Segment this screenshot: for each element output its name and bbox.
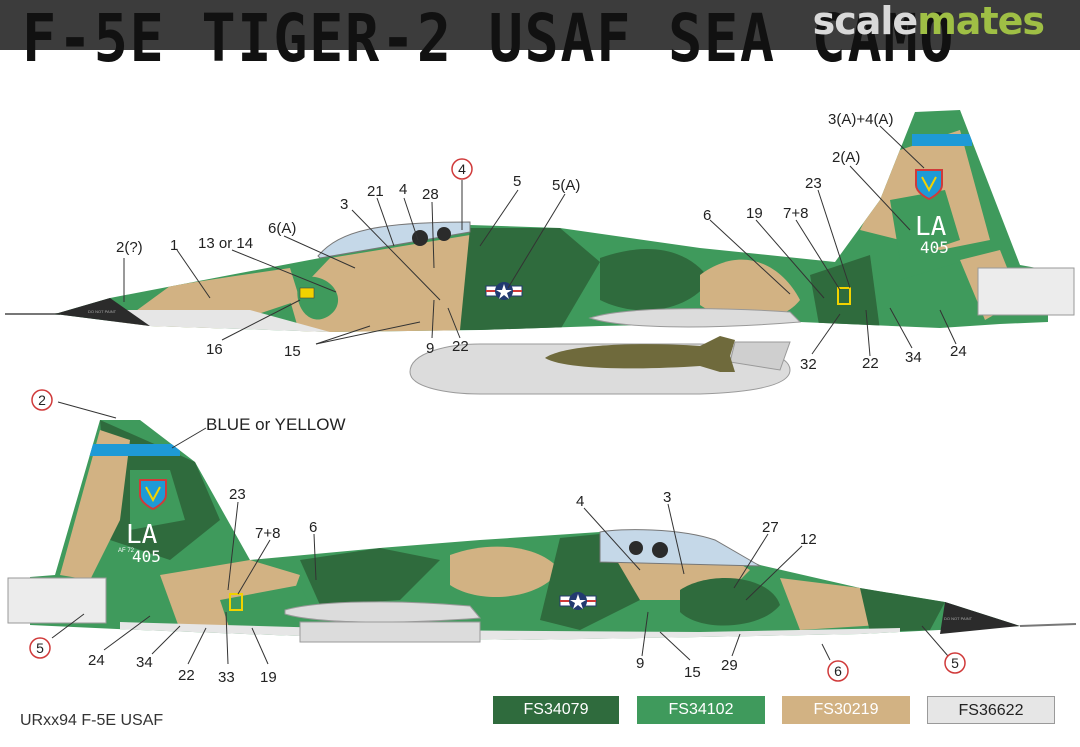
callout-circle-5-left: 5 (36, 640, 44, 656)
bottom-pylon-tank (299, 621, 481, 643)
bottom-callout-labels: 2 BLUE or YELLOW 23 7+8 6 4 3 27 12 5 24… (29, 389, 966, 686)
callout-6: 6 (703, 207, 711, 224)
bottom-tac-shield (139, 479, 167, 511)
callout-34: 34 (905, 349, 922, 366)
top-bomb (545, 336, 735, 372)
callout-6-bottom: 6 (309, 519, 317, 536)
callout-circle-6: 6 (834, 663, 842, 679)
callout-32: 32 (800, 356, 817, 373)
callout-4: 4 (399, 181, 407, 198)
top-pilot-rear-helmet (437, 227, 451, 241)
bottom-canopy (599, 529, 761, 567)
callout-15: 15 (284, 343, 301, 360)
callout-circle-6-marker (827, 660, 849, 682)
callout-circle-4: 4 (458, 161, 466, 177)
callout-circle-5-right: 5 (951, 655, 959, 671)
swatch-fs34102: FS34102 (637, 696, 765, 724)
header-bar (0, 0, 1080, 50)
callout-circle-4-marker (451, 158, 473, 180)
callout-4-bottom: 4 (576, 493, 584, 510)
callout-28: 28 (422, 186, 439, 203)
bottom-nose-warning: DO NOT PAINT (944, 616, 973, 621)
bottom-yellow-rescue-marking (229, 593, 243, 611)
sheet-title: F-5E TIGER-2 USAF SEA CAMO (22, 0, 956, 77)
callout-22-bottom: 22 (178, 667, 195, 684)
bottom-pilot-front-helmet (652, 542, 668, 558)
watermark-logo: scalemates (812, 0, 1045, 43)
callout-3: 3 (340, 196, 348, 213)
callout-3a-4a: 3(A)+4(A) (828, 111, 893, 128)
bottom-leader-lines (51, 401, 949, 665)
callout-5: 5 (513, 173, 521, 190)
callout-circle-5-left-marker (29, 637, 51, 659)
callout-19-bottom: 19 (260, 669, 277, 686)
top-callout-labels: 2(?) 1 13 or 14 6(A) 3 21 4 28 4 5 5(A) … (116, 111, 967, 373)
watermark-part-1: scale (812, 0, 919, 43)
callout-circle-5-right-marker (944, 652, 966, 674)
callout-15-bottom: 15 (684, 664, 701, 681)
callout-12: 12 (800, 531, 817, 548)
top-wing-missile (588, 308, 802, 328)
top-exhaust-nozzle (977, 267, 1075, 316)
top-radome (55, 298, 150, 326)
top-tac-shield (915, 169, 943, 201)
callout-22: 22 (452, 338, 469, 355)
bottom-radome (940, 602, 1020, 634)
callout-1: 1 (170, 237, 178, 254)
callout-23-bottom: 23 (229, 486, 246, 503)
top-yellow-rescue-marking (837, 287, 851, 305)
bottom-tail-code: LA (126, 520, 158, 550)
callout-33: 33 (218, 669, 235, 686)
top-tail-number: 405 (920, 238, 949, 257)
callout-9-bottom: 9 (636, 655, 644, 672)
callout-19: 19 (746, 205, 763, 222)
callout-34-bottom: 34 (136, 654, 153, 671)
callout-3-bottom: 3 (663, 489, 671, 506)
callout-27: 27 (762, 519, 779, 536)
top-nose-warning: DO NOT PAINT (88, 309, 117, 314)
product-code: URxx94 F-5E USAF (20, 712, 164, 729)
callout-16: 16 (206, 341, 223, 358)
bottom-exhaust-nozzle (7, 577, 107, 624)
callout-blue-or-yellow: BLUE or YELLOW (206, 415, 346, 434)
callout-21: 21 (367, 183, 384, 200)
bottom-pitot-probe (1019, 623, 1077, 627)
callout-24-bottom: 24 (88, 652, 105, 669)
bottom-tail-number: 405 (132, 547, 161, 566)
callout-24: 24 (950, 343, 967, 360)
callout-circle-2: 2 (38, 392, 46, 408)
callout-2q: 2(?) (116, 239, 143, 256)
top-tank-fin (729, 341, 791, 371)
top-yellow-warning-marking (299, 287, 315, 299)
callout-7-plus-8: 7+8 (783, 205, 808, 222)
callout-22-rear: 22 (862, 355, 879, 372)
bottom-pilot-rear-helmet (629, 541, 643, 555)
callout-5a: 5(A) (552, 177, 580, 194)
callout-7-plus-8-bottom: 7+8 (255, 525, 280, 542)
callout-13-or-14: 13 or 14 (198, 235, 253, 252)
bottom-wing-missile (284, 601, 482, 623)
bottom-roundel (559, 592, 597, 610)
callout-23: 23 (805, 175, 822, 192)
top-leader-lines (123, 125, 957, 357)
bottom-tail-small-text: AF 72 (118, 548, 135, 554)
callout-2a: 2(A) (832, 149, 860, 166)
top-pilot-front-helmet (412, 230, 428, 246)
callout-circle-2-marker (31, 389, 53, 411)
bottom-aircraft-side-view: DO NOT PAINT LA 405 AF 72 (7, 420, 1077, 643)
callout-9: 9 (426, 340, 434, 357)
watermark-part-2: mates (917, 0, 1045, 43)
callout-29: 29 (721, 657, 738, 674)
callout-6a: 6(A) (268, 220, 296, 237)
swatch-fs34079: FS34079 (493, 696, 619, 724)
swatch-fs30219: FS30219 (782, 696, 910, 724)
top-aircraft-side-view: DO NOT PAINT LA 405 (5, 110, 1075, 395)
swatch-fs36622: FS36622 (927, 696, 1055, 724)
top-fuselage-base (55, 110, 1048, 332)
top-tail-code: LA (915, 212, 947, 242)
